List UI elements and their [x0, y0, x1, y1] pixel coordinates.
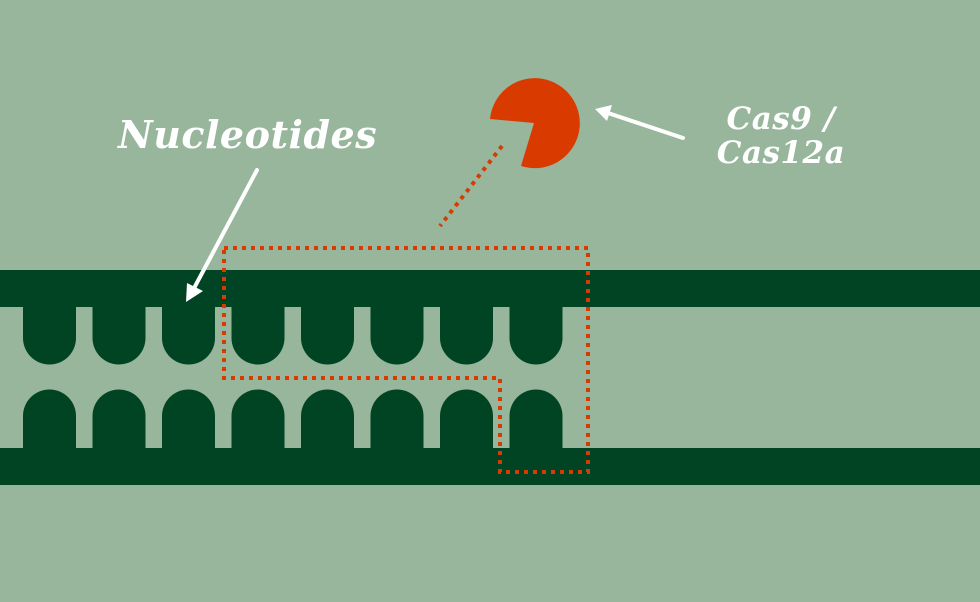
nucleotide-base-bottom: [162, 389, 215, 455]
nucleotide-base-top: [92, 300, 146, 365]
nucleotide-base-bottom: [509, 389, 563, 455]
pointer-arrow-icon: [186, 168, 259, 302]
target-region-outline: [222, 246, 590, 474]
top-strand-nucleotides: [23, 300, 563, 365]
nucleotide-base-top: [301, 300, 354, 365]
pointer-arrow-icon: [595, 105, 685, 140]
nucleotide-base-bottom: [301, 389, 354, 455]
nucleotide-base-top: [231, 300, 285, 365]
nucleotide-base-bottom: [92, 389, 146, 455]
cas-label-line2: Cas12a: [716, 135, 846, 171]
nucleotide-base-bottom: [370, 389, 424, 455]
nucleotide-base-bottom: [23, 389, 76, 455]
cas-label: Cas9 / Cas12a: [706, 102, 856, 170]
nucleotide-base-top: [509, 300, 563, 365]
nucleotide-base-top: [440, 300, 493, 365]
nucleotides-label: Nucleotides: [118, 112, 378, 157]
cas-protein-icon: [490, 78, 580, 169]
nucleotide-base-top: [23, 300, 76, 365]
bottom-strand-nucleotides: [23, 389, 563, 455]
cas-label-line1: Cas9 /: [726, 101, 836, 137]
nucleotide-base-bottom: [231, 389, 285, 455]
cas-connector-line: [438, 144, 504, 228]
nucleotide-base-top: [162, 300, 215, 365]
nucleotide-base-bottom: [440, 389, 493, 455]
nucleotide-base-top: [370, 300, 424, 365]
